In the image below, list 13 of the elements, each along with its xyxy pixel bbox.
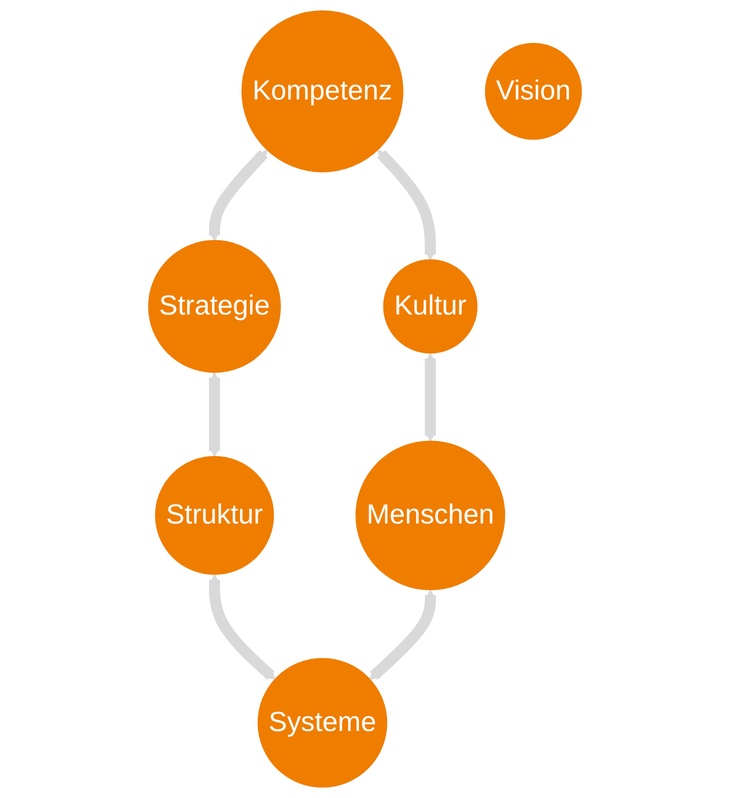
node-circle: Menschen	[356, 440, 506, 590]
arrow	[369, 590, 436, 680]
arrow	[208, 150, 268, 242]
node-circle: Strategie	[148, 240, 281, 373]
node-circle: Struktur	[155, 456, 274, 575]
arrow	[377, 150, 436, 261]
arrow	[424, 352, 436, 442]
node-circle: Kultur	[383, 259, 478, 354]
node-circle: Kompetenz	[241, 10, 404, 172]
arrow	[208, 574, 276, 680]
node-circle: Systeme	[258, 658, 388, 788]
node-circle: Vision	[484, 42, 582, 140]
arrow	[208, 372, 221, 458]
